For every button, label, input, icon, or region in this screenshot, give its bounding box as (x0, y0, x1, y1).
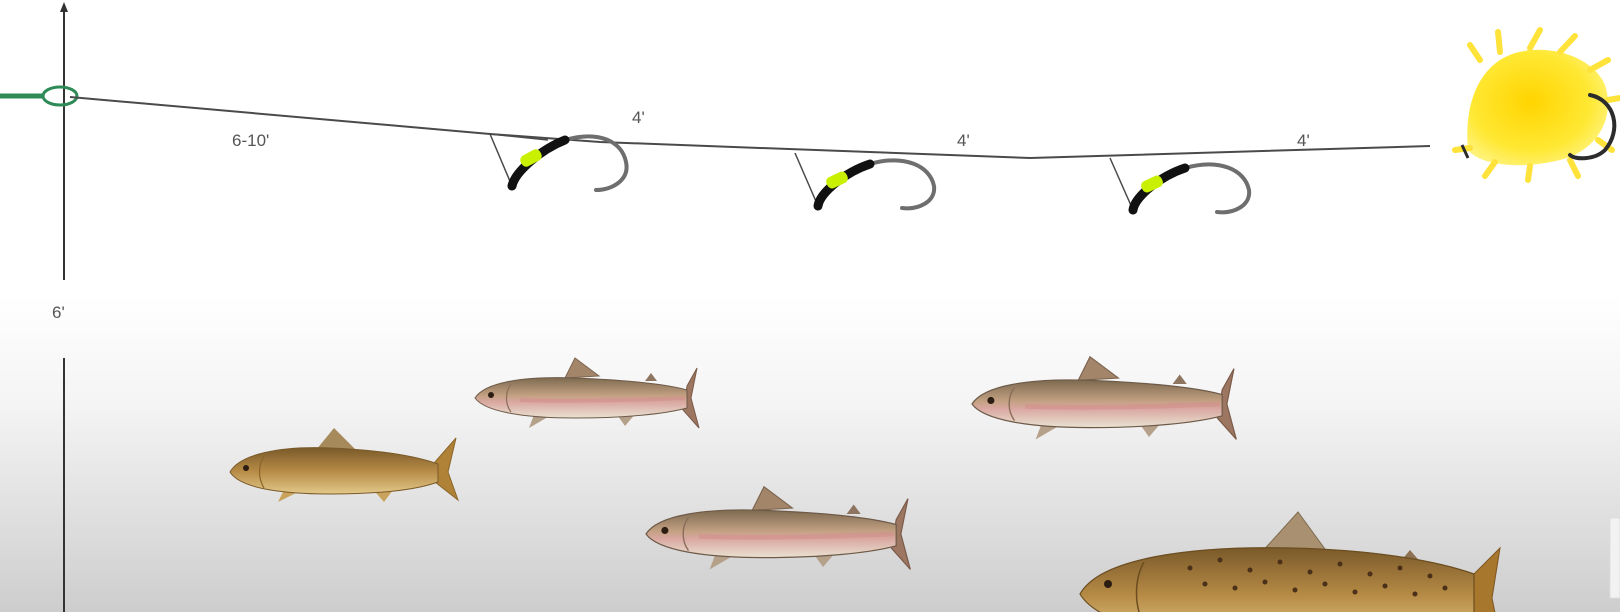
depth-label: 6' (52, 303, 65, 322)
fly-line-loop-icon (0, 87, 77, 105)
side-handle[interactable] (1610, 518, 1620, 598)
streamer-fly-icon (1455, 30, 1620, 180)
dropper-2-length-label: 4' (957, 131, 970, 150)
leader-length-label: 6-10' (232, 131, 269, 150)
hook-icon (795, 153, 934, 208)
hook-icon (1110, 158, 1249, 212)
dropper-1-length-label: 4' (632, 108, 645, 127)
leader-line (70, 97, 1430, 158)
dropper-3-length-label: 4' (1297, 131, 1310, 150)
